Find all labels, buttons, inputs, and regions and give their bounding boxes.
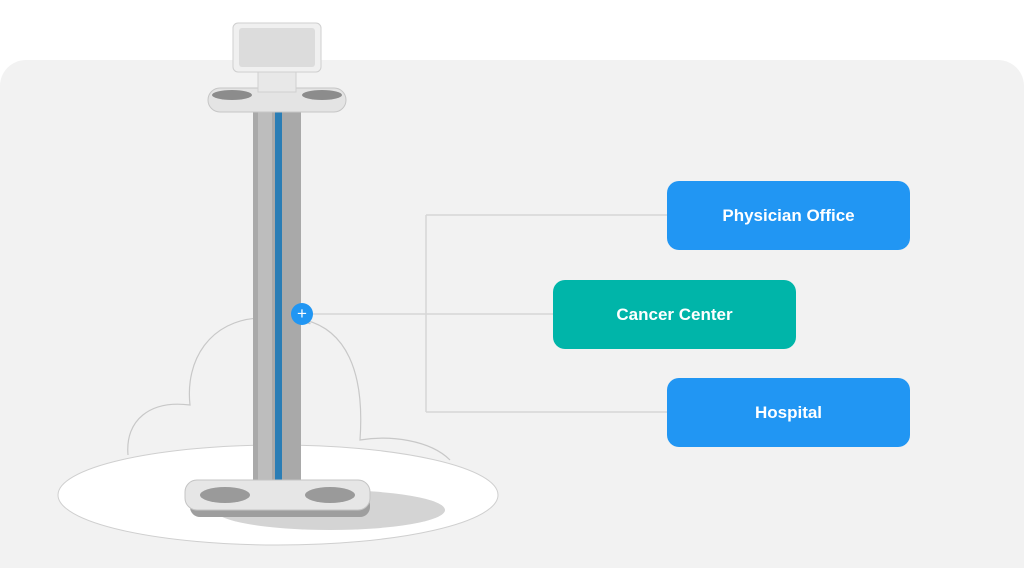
blue-stripe: [275, 110, 282, 490]
card-label: Cancer Center: [616, 304, 733, 324]
plus-icon: +: [297, 304, 307, 323]
card-label: Hospital: [754, 402, 823, 422]
physician-office-card[interactable]: Physician Office: [667, 181, 910, 250]
device-screen: [239, 28, 315, 67]
hospital-card[interactable]: Hospital: [667, 378, 910, 447]
card-label: Physician Office: [722, 205, 855, 225]
connector-lines: [302, 214, 667, 413]
hotspot-plus-button[interactable]: +: [291, 303, 313, 325]
cancer-center-card[interactable]: Cancer Center: [553, 280, 796, 349]
